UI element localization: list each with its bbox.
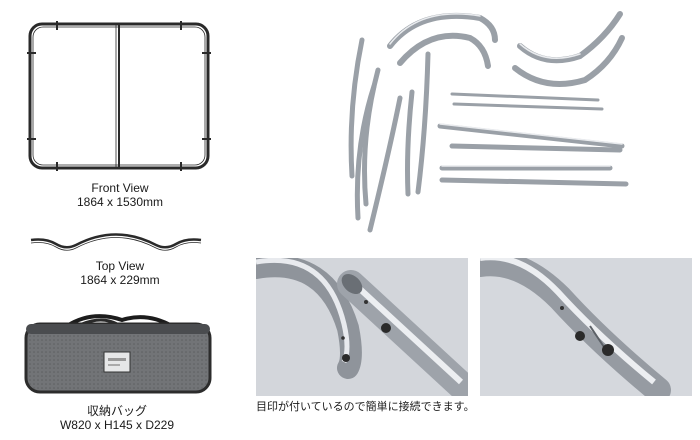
connection-closeup-image-2 [480,258,692,396]
front-view-diagram [22,18,216,174]
top-view-title: Top View [95,259,145,273]
frame-parts-image [330,8,630,238]
storage-bag-image [12,306,222,398]
front-view-title: Front View [91,181,149,195]
front-view-dimensions: 1864 x 1530mm [76,195,164,209]
top-view-diagram [26,226,206,256]
front-view-caption: Front View 1864 x 1530mm [40,181,200,209]
storage-bag-title: 収納バッグ [86,404,147,418]
storage-bag-caption: 収納バッグ W820 x H145 x D229 [32,404,202,432]
connection-note: 目印が付いているので簡単に接続できます。 [256,401,475,413]
top-view-dimensions: 1864 x 229mm [80,273,160,287]
storage-bag-dimensions: W820 x H145 x D229 [59,418,175,432]
top-view-caption: Top View 1864 x 229mm [40,259,200,287]
connection-closeup-image-1 [256,258,468,396]
